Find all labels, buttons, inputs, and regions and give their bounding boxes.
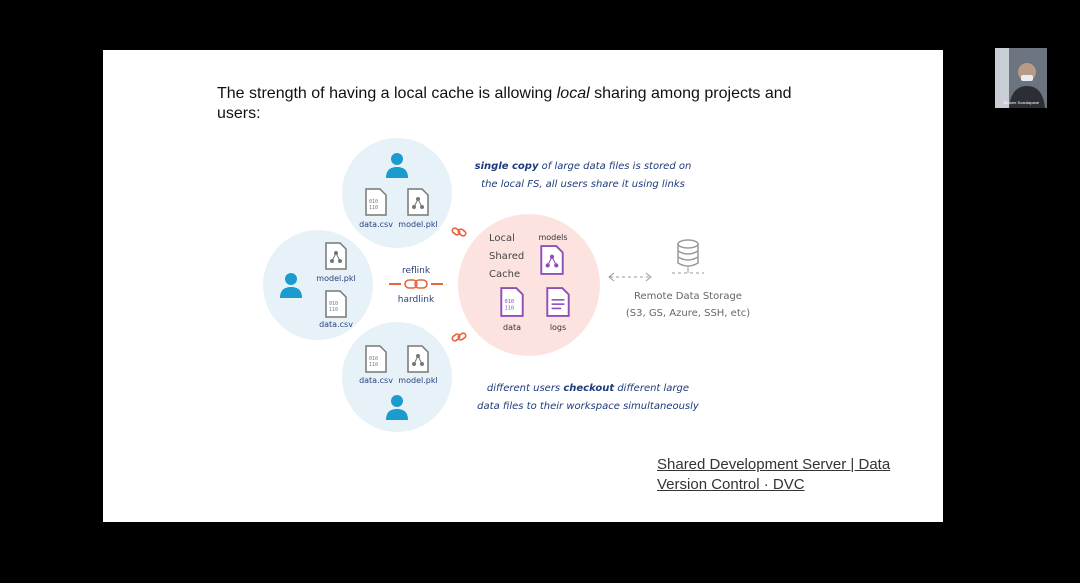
svg-text:110: 110	[369, 362, 378, 368]
dashed-double-arrow-icon	[608, 272, 652, 282]
user-icon	[386, 395, 408, 420]
user-icon	[280, 273, 302, 298]
file-label-model-pkl: model.pkl	[398, 376, 438, 385]
svg-text:010: 010	[369, 356, 378, 362]
model-file-icon	[325, 242, 347, 270]
reflink-hardlink-connector-icon	[389, 279, 443, 289]
reflink-label: reflink	[401, 266, 431, 276]
svg-text:010: 010	[329, 301, 338, 307]
note-checkout: different users checkout different large…	[477, 383, 699, 412]
workspace-circle-left	[263, 230, 373, 340]
remote-storage-label: Remote Data Storage(S3, GS, Azure, SSH, …	[625, 291, 751, 319]
svg-text:110: 110	[329, 307, 338, 313]
log-file-icon	[546, 287, 570, 317]
file-label-data-csv: data.csv	[359, 376, 393, 385]
svg-text:010: 010	[369, 199, 378, 205]
svg-text:110: 110	[369, 205, 378, 211]
user-icon	[386, 153, 408, 178]
file-label-data-csv: data.csv	[319, 320, 353, 329]
note-single-copy: single copy of large data files is store…	[474, 161, 692, 190]
link-chain-icon	[451, 332, 467, 342]
svg-text:110: 110	[505, 306, 515, 312]
cache-models-label: models	[538, 233, 568, 242]
local-shared-cache-circle	[458, 214, 600, 356]
participant-name: Simone Scardapane	[1002, 100, 1040, 105]
model-file-icon	[407, 188, 429, 216]
hardlink-label: hardlink	[397, 295, 435, 305]
svg-text:010: 010	[505, 299, 515, 305]
model-file-icon	[540, 245, 564, 275]
webcam-thumbnail[interactable]: Simone Scardapane	[995, 48, 1047, 108]
file-label-data-csv: data.csv	[359, 220, 393, 229]
participant-video-icon	[995, 48, 1047, 108]
file-label-model-pkl: model.pkl	[398, 220, 438, 229]
slide-heading: The strength of having a local cache is …	[217, 85, 792, 122]
slide: The strength of having a local cache is …	[103, 50, 943, 522]
file-label-model-pkl: model.pkl	[316, 274, 356, 283]
cache-logs-label: logs	[549, 323, 567, 332]
database-icon	[672, 239, 704, 274]
model-file-icon	[407, 345, 429, 373]
footer-link[interactable]: Shared Development Server | Data Version…	[657, 456, 891, 493]
link-chain-icon	[451, 227, 467, 237]
cache-data-label: data	[502, 323, 522, 332]
